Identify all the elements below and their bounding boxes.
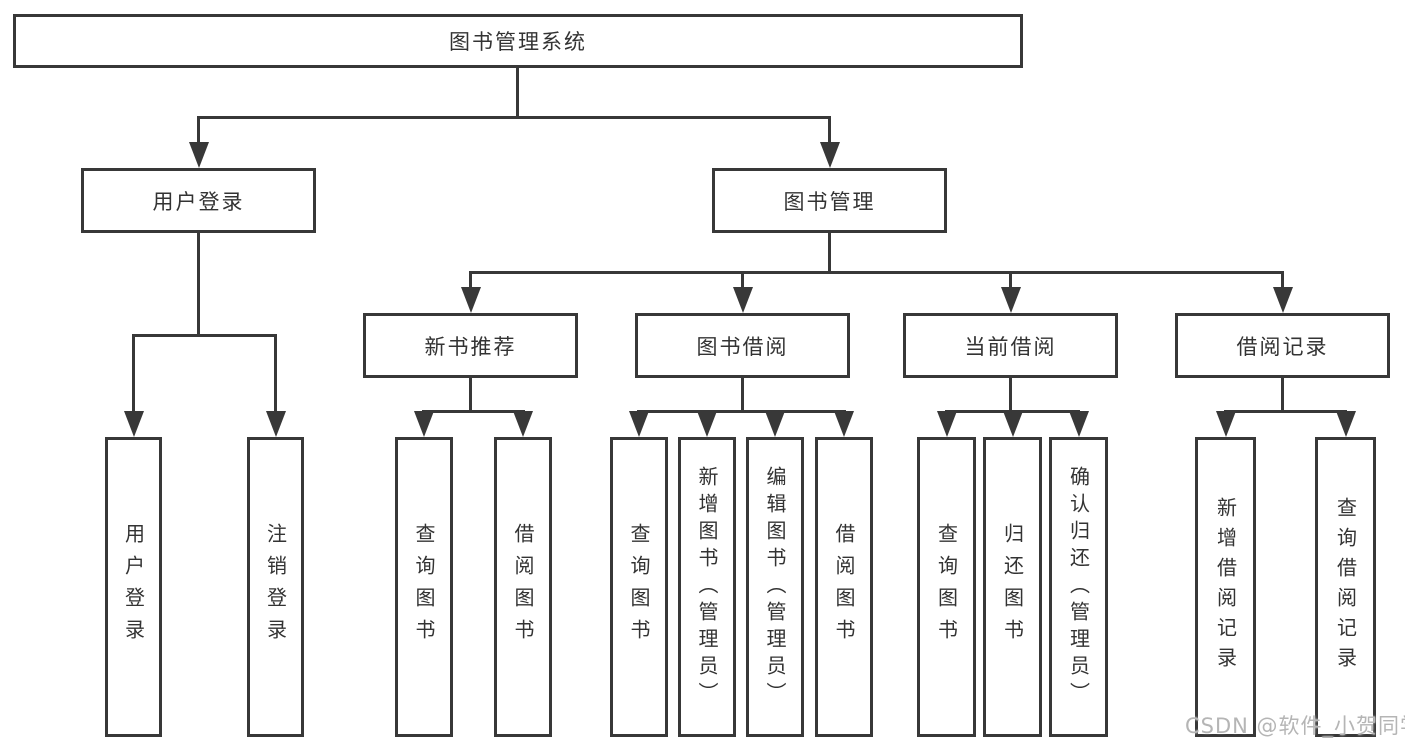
- arrowhead-bb-leaf-4: [834, 411, 854, 437]
- node-library-system-label: 图书管理系统: [449, 30, 587, 54]
- node-book-borrowing-label: 图书借阅: [696, 334, 789, 359]
- connector-current-trunk: [1009, 377, 1012, 413]
- leaf-cb-return-books-label: 归还图书: [1000, 523, 1025, 651]
- arrowhead-to-current-borrowing: [1000, 287, 1021, 313]
- arrowhead-br-leaf-2: [1335, 411, 1356, 437]
- node-user-login: 用户登录: [81, 168, 316, 233]
- node-current-borrowing: 当前借阅: [903, 313, 1118, 378]
- connector-user-login-bar: [132, 334, 277, 337]
- connector-root-stem-left: [197, 116, 200, 146]
- leaf-nb-query-books-label: 查询图书: [412, 523, 436, 651]
- leaf-bb-edit-books-admin-label: 编辑图书（管理员）: [763, 465, 787, 709]
- leaf-cb-confirm-return-admin-label: 确认归还（管理员）: [1066, 465, 1091, 709]
- arrowhead-to-user-login: [188, 142, 209, 168]
- leaf-br-query-record-label: 查询借阅记录: [1333, 497, 1358, 677]
- leaf-br-add-record-label: 新增借阅记录: [1213, 497, 1238, 677]
- leaf-bb-borrow-books: 借阅图书: [815, 437, 873, 737]
- leaf-bb-query-books-label: 查询图书: [627, 523, 651, 651]
- connector-new-book-bar: [422, 410, 525, 413]
- node-borrowing-records-label: 借阅记录: [1236, 334, 1329, 359]
- node-book-management: 图书管理: [712, 168, 947, 233]
- node-new-book-recommend-label: 新书推荐: [424, 334, 517, 359]
- node-book-management-label: 图书管理: [783, 189, 876, 214]
- arrowhead-to-book-management: [819, 142, 840, 168]
- arrowhead-bb-leaf-2: [697, 411, 717, 437]
- node-book-borrowing: 图书借阅: [635, 313, 850, 378]
- arrowhead-cb-leaf-1: [936, 411, 957, 437]
- leaf-cb-query-books: 查询图书: [917, 437, 976, 737]
- connector-book-mgmt-stem-4: [1281, 271, 1284, 289]
- leaf-logout-label: 注销登录: [263, 523, 288, 651]
- arrowhead-bb-leaf-1: [629, 411, 649, 437]
- node-library-system: 图书管理系统: [13, 14, 1023, 68]
- arrowhead-to-new-book-recommend: [460, 287, 481, 313]
- leaf-cb-return-books: 归还图书: [983, 437, 1042, 737]
- connector-records-trunk: [1281, 377, 1284, 413]
- arrowhead-to-leaf-logout: [265, 411, 286, 437]
- leaf-nb-borrow-books: 借阅图书: [494, 437, 552, 737]
- connector-records-bar: [1224, 410, 1347, 413]
- node-user-login-label: 用户登录: [152, 189, 245, 214]
- leaf-bb-add-books-admin: 新增图书（管理员）: [678, 437, 736, 737]
- arrowhead-to-leaf-user-login: [123, 411, 144, 437]
- arrowhead-to-book-borrowing: [732, 287, 753, 313]
- arrowhead-to-borrowing-records: [1272, 287, 1293, 313]
- node-current-borrowing-label: 当前借阅: [964, 334, 1057, 359]
- leaf-bb-add-books-admin-label: 新增图书（管理员）: [695, 465, 719, 709]
- connector-book-mgmt-bar: [469, 271, 1284, 274]
- arrowhead-nb-leaf-2: [513, 411, 533, 437]
- arrowhead-bb-leaf-3: [765, 411, 785, 437]
- leaf-logout: 注销登录: [247, 437, 304, 737]
- connector-new-book-trunk: [469, 377, 472, 413]
- leaf-cb-query-books-label: 查询图书: [934, 523, 959, 651]
- connector-book-mgmt-stem-3: [1009, 271, 1012, 289]
- leaf-user-login-label: 用户登录: [121, 523, 146, 651]
- arrowhead-br-leaf-1: [1215, 411, 1236, 437]
- connector-book-mgmt-stem-1: [469, 271, 472, 289]
- connector-borrowing-trunk: [741, 377, 744, 413]
- leaf-bb-query-books: 查询图书: [610, 437, 668, 737]
- connector-root-stem-right: [828, 116, 831, 146]
- leaf-nb-query-books: 查询图书: [395, 437, 453, 737]
- connector-root-bar: [197, 116, 831, 119]
- arrowhead-nb-leaf-1: [414, 411, 434, 437]
- arrowhead-cb-leaf-3: [1068, 411, 1089, 437]
- leaf-cb-confirm-return-admin: 确认归还（管理员）: [1049, 437, 1108, 737]
- arrowhead-cb-leaf-2: [1002, 411, 1023, 437]
- connector-user-login-trunk: [197, 232, 200, 337]
- connector-book-mgmt-trunk: [828, 233, 831, 274]
- node-new-book-recommend: 新书推荐: [363, 313, 578, 378]
- connector-user-login-stem-left: [132, 334, 135, 416]
- leaf-bb-edit-books-admin: 编辑图书（管理员）: [746, 437, 804, 737]
- connector-borrowing-bar: [637, 410, 846, 413]
- node-borrowing-records: 借阅记录: [1175, 313, 1390, 378]
- leaf-bb-borrow-books-label: 借阅图书: [832, 523, 856, 651]
- leaf-br-query-record: 查询借阅记录: [1315, 437, 1376, 737]
- connector-root-trunk: [516, 68, 519, 119]
- connector-book-mgmt-stem-2: [741, 271, 744, 289]
- leaf-br-add-record: 新增借阅记录: [1195, 437, 1256, 737]
- leaf-nb-borrow-books-label: 借阅图书: [511, 523, 535, 651]
- connector-user-login-stem-right: [274, 334, 277, 416]
- csdn-watermark: CSDN @软件_小贺同学: [1185, 714, 1405, 738]
- leaf-user-login: 用户登录: [105, 437, 162, 737]
